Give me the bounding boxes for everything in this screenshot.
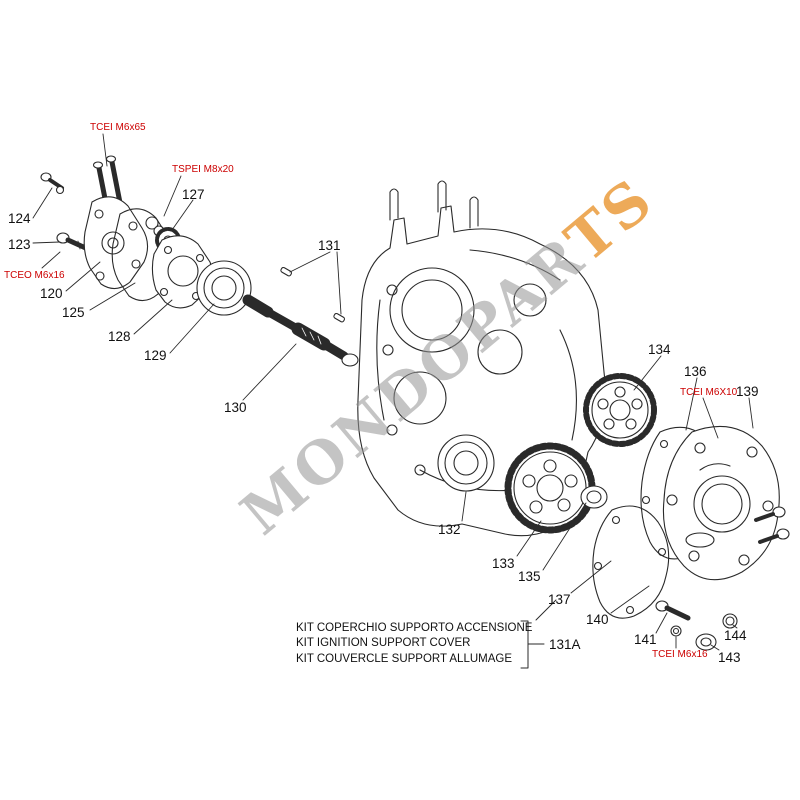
annotation-tcei-m6x10: TCEI M6X10 <box>680 387 738 398</box>
screw-141 <box>655 600 691 621</box>
annotation-tcei-m6x65: TCEI M6x65 <box>90 122 146 133</box>
kit-note-bracket <box>520 599 557 669</box>
seal-135 <box>580 485 608 509</box>
gear-134 <box>583 373 657 447</box>
gasket-125 <box>111 208 177 302</box>
ignition-cover-139 <box>662 425 780 581</box>
oring-144 <box>722 613 738 629</box>
part-label-144: 144 <box>724 628 747 643</box>
part-label-136: 136 <box>684 364 707 379</box>
kit-note-line-fr: KIT COUVERCLE SUPPORT ALLUMAGE <box>296 652 513 665</box>
part-label-140: 140 <box>586 612 609 627</box>
part-label-133: 133 <box>492 556 515 571</box>
part-label-130: 130 <box>224 400 247 415</box>
part-label-124: 124 <box>8 211 31 226</box>
screws-right <box>754 506 790 544</box>
part-label-137: 137 <box>548 592 571 607</box>
annotation-tcei-m6x16: TCEI M6x16 <box>652 649 708 660</box>
part-label-129: 129 <box>144 348 167 363</box>
kit-note-line-en: KIT IGNITION SUPPORT COVER <box>296 637 471 650</box>
cover-plate-120 <box>83 196 149 290</box>
kit-note-line-it: KIT COPERCHIO SUPPORTO ACCENSIONE <box>296 622 533 634</box>
part-label-131A: 131A <box>549 637 581 652</box>
part-label-125: 125 <box>62 305 85 320</box>
leader-lines <box>32 133 754 651</box>
part-label-131: 131 <box>318 238 341 253</box>
part-label-135: 135 <box>518 569 541 584</box>
crankcase <box>357 180 606 537</box>
gasket-137 <box>592 505 670 619</box>
part-label-143: 143 <box>718 650 741 665</box>
screw-124 <box>40 172 65 195</box>
part-label-139: 139 <box>736 384 759 399</box>
pins-131 <box>280 266 346 323</box>
part-label-127: 127 <box>182 187 205 202</box>
part-label-141: 141 <box>634 632 657 647</box>
shaft-130 <box>242 294 359 367</box>
gear-133 <box>504 442 596 534</box>
part-label-123: 123 <box>8 237 31 252</box>
bearing-129 <box>196 260 252 316</box>
cap-143 <box>695 633 717 651</box>
part-label-120: 120 <box>40 286 63 301</box>
part-label-134: 134 <box>648 342 671 357</box>
part-label-132: 132 <box>438 522 461 537</box>
washer-small <box>670 625 682 637</box>
annotation-tspei-m8x20: TSPEI M8x20 <box>172 164 234 175</box>
kit-note: KIT COPERCHIO SUPPORTO ACCENSIONE KIT IG… <box>296 621 532 667</box>
annotation-tceo-m6x16: TCEO M6x16 <box>4 270 65 281</box>
bearing-132 <box>437 434 495 492</box>
part-label-128: 128 <box>108 329 131 344</box>
